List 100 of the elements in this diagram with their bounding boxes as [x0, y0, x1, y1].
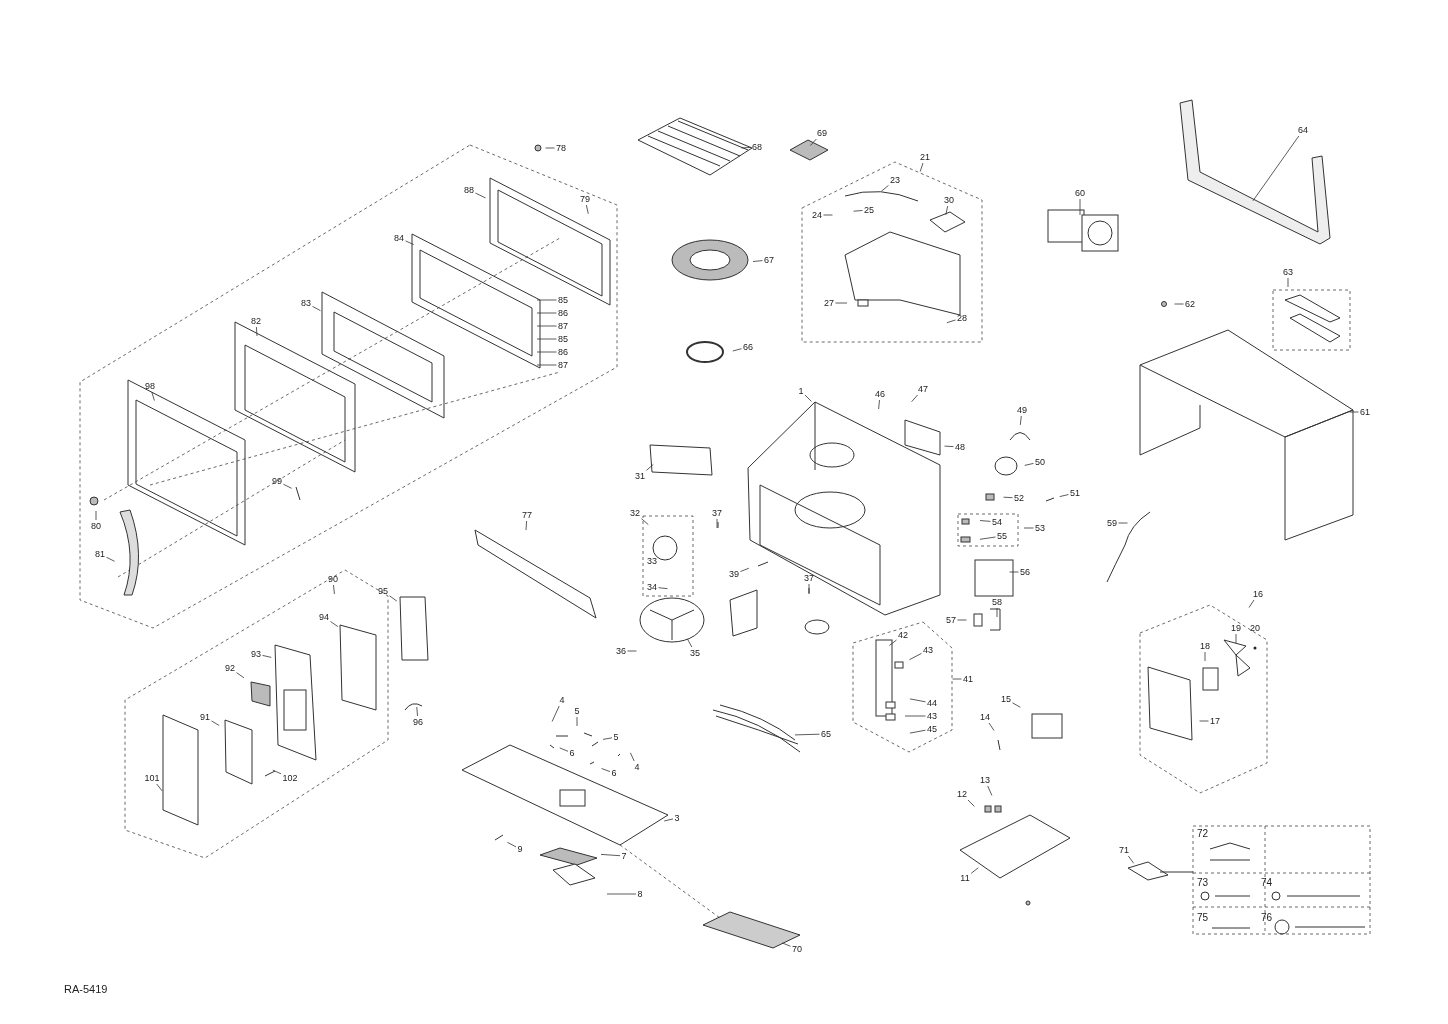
leader-line	[536, 351, 557, 353]
leader-line	[545, 147, 555, 149]
leader-line	[909, 729, 926, 734]
callout-number: 85	[558, 295, 568, 305]
leader-line	[781, 942, 791, 947]
leader-line	[330, 621, 339, 627]
callout-number: 53	[1035, 523, 1045, 533]
leader-line	[687, 638, 693, 648]
callout-number: 39	[729, 569, 739, 579]
callout-number: 9	[517, 844, 523, 854]
leader-line	[1349, 411, 1359, 413]
leader-line	[823, 214, 833, 216]
callout-number: 13	[980, 775, 990, 785]
leader-line	[151, 391, 155, 401]
callout-number: 49	[1017, 405, 1027, 415]
leader-line	[1287, 277, 1289, 288]
callout-number: 72	[1197, 828, 1209, 839]
callout-number: 82	[251, 316, 261, 326]
leader-line	[952, 678, 962, 680]
leader-line	[1128, 855, 1135, 864]
callout-number: 14	[980, 712, 990, 722]
leader-line	[663, 818, 674, 822]
callout-number: 5	[613, 732, 619, 742]
leader-line	[525, 520, 527, 531]
leader-line	[156, 783, 163, 792]
callout-number: 98	[145, 381, 155, 391]
callout-number: 44	[927, 698, 937, 708]
leader-line	[909, 653, 922, 661]
leader-line	[987, 785, 993, 796]
callout-number: 73	[1197, 877, 1209, 888]
leader-line	[236, 672, 245, 679]
callout-number: 52	[1014, 493, 1024, 503]
leader-line	[602, 737, 613, 740]
leader-line	[853, 210, 863, 212]
callout-number: 94	[319, 612, 329, 622]
callout-number: 1	[798, 386, 804, 396]
callout-number: 47	[918, 384, 928, 394]
leader-line	[211, 720, 220, 726]
callout-number: 43	[923, 645, 933, 655]
callout-number: 86	[558, 347, 568, 357]
leader-line	[1079, 198, 1081, 216]
callout-number: 58	[992, 597, 1002, 607]
leader-line	[283, 483, 292, 489]
leader-line	[946, 319, 956, 324]
callout-number: 23	[890, 175, 900, 185]
callout-number: 96	[413, 717, 423, 727]
callout-number: 86	[558, 308, 568, 318]
callout-number: 48	[955, 442, 965, 452]
leader-line	[536, 338, 557, 340]
callout-number: 101	[144, 773, 160, 783]
leader-line	[312, 306, 321, 312]
leader-line	[576, 716, 578, 727]
callout-number: 60	[1075, 188, 1085, 198]
leader-line	[1252, 135, 1300, 202]
callout-number: 90	[328, 574, 338, 584]
leader-line	[835, 302, 848, 304]
callout-number: 63	[1283, 267, 1293, 277]
leader-line	[904, 715, 926, 717]
callout-number: 15	[1001, 694, 1011, 704]
leader-line	[1059, 494, 1069, 497]
callout-number: 25	[864, 205, 874, 215]
leader-line	[405, 240, 415, 245]
callout-number: 24	[812, 210, 822, 220]
leader-line	[889, 639, 897, 646]
callout-number: 18	[1200, 641, 1210, 651]
callout-number: 31	[635, 471, 645, 481]
callout-number: 20	[1250, 623, 1260, 633]
leader-line	[1012, 702, 1021, 708]
leader-line	[732, 348, 742, 352]
leader-line	[646, 464, 654, 471]
leader-line	[881, 185, 889, 192]
leader-line	[967, 799, 975, 807]
leader-line	[389, 595, 398, 602]
callout-number: 87	[558, 321, 568, 331]
leader-line	[957, 619, 967, 621]
leader-line	[106, 556, 115, 562]
leader-line	[658, 587, 668, 590]
leader-line	[804, 394, 812, 402]
callout-number: 19	[1231, 623, 1241, 633]
callout-number: 34	[647, 582, 657, 592]
leader-line	[944, 445, 954, 447]
callout-number: 68	[752, 142, 762, 152]
leader-line	[996, 607, 998, 618]
leader-line	[272, 769, 282, 775]
callout-number: 45	[927, 724, 937, 734]
callout-number: 41	[963, 674, 973, 684]
leader-line	[536, 364, 557, 366]
callout-number: 43	[927, 711, 937, 721]
callout-number: 71	[1119, 845, 1129, 855]
callout-number: 87	[558, 360, 568, 370]
leader-line	[878, 399, 880, 410]
leader-line	[1199, 720, 1209, 722]
callout-number: 74	[1261, 877, 1273, 888]
callout-number: 51	[1070, 488, 1080, 498]
leader-line	[919, 162, 924, 172]
leader-line	[740, 567, 750, 572]
leader-line	[1003, 496, 1013, 499]
leader-line	[945, 205, 949, 216]
callout-number: 95	[378, 586, 388, 596]
callout-number: 75	[1197, 912, 1209, 923]
